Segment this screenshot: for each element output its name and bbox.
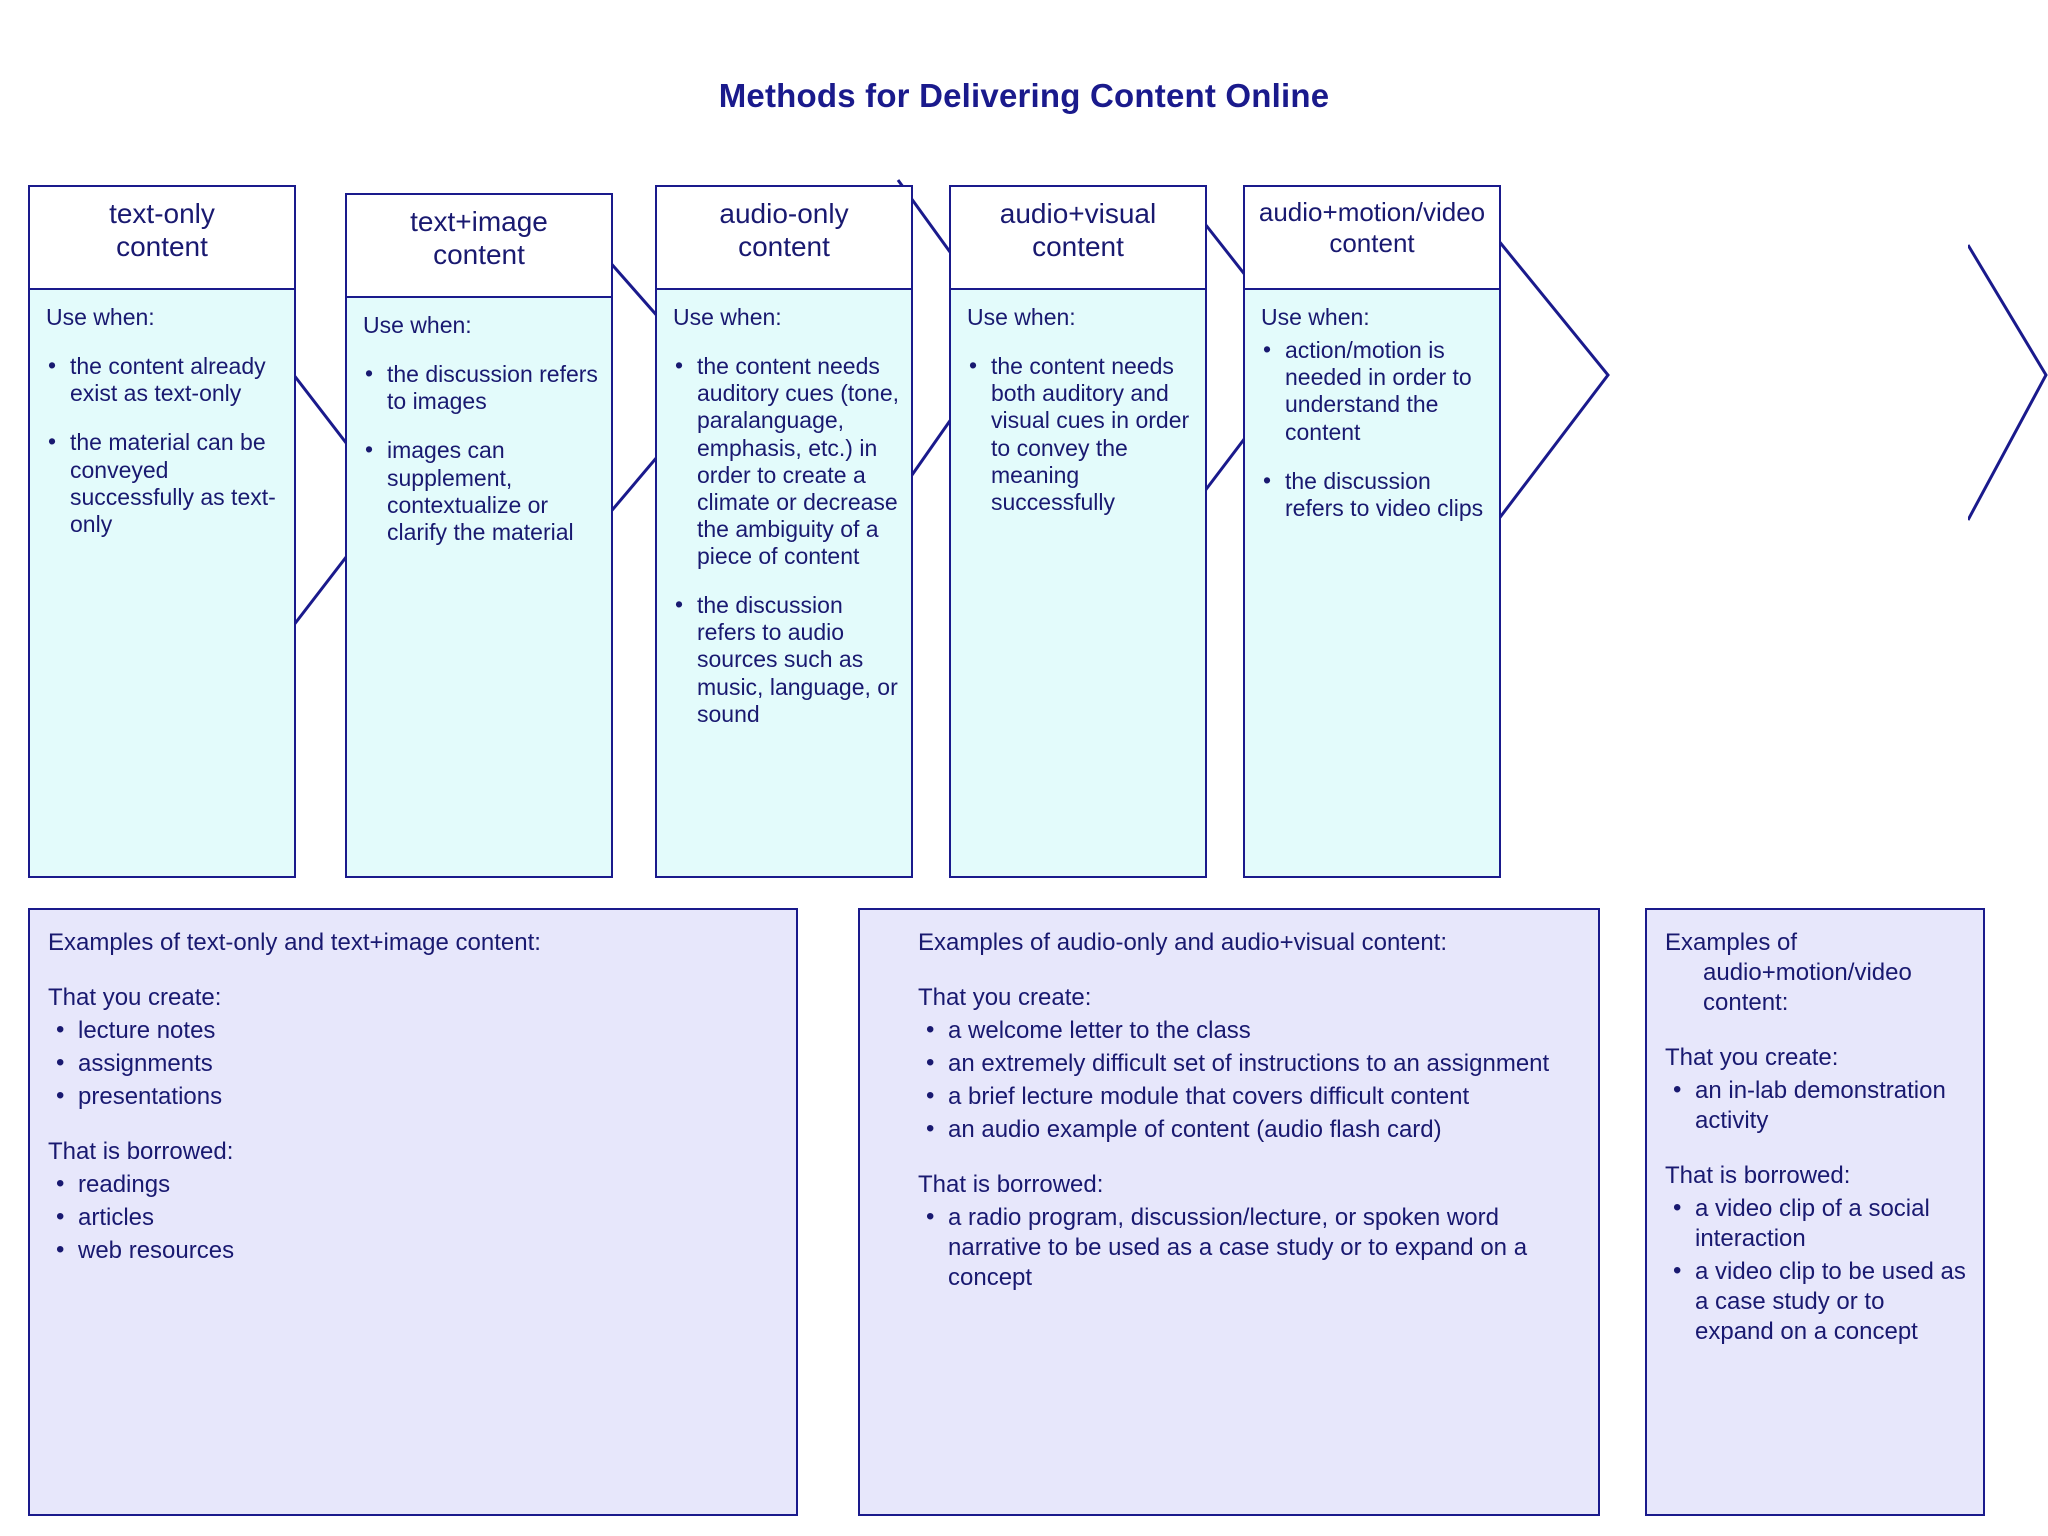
column-heading-line1: audio-only	[719, 198, 849, 229]
list-item: web resources	[48, 1235, 782, 1266]
list-item: a video clip of a social interaction	[1665, 1193, 1969, 1254]
borrowed-list: a video clip of a social interaction a v…	[1665, 1193, 1969, 1347]
column-heading: text-only content	[28, 185, 296, 290]
use-when-list: the content already exist as text-only t…	[44, 352, 282, 538]
borrowed-list: readings articles web resources	[48, 1169, 782, 1266]
use-when-label: Use when:	[1261, 304, 1370, 330]
column-body: Use when: the discussion refers to image…	[345, 298, 613, 878]
column-heading-line1: text-only	[109, 198, 215, 229]
column-body: Use when: the content needs both auditor…	[949, 290, 1207, 878]
that-you-create-label: That you create:	[918, 984, 1092, 1011]
examples-heading: Examples of text-only and text+image con…	[48, 929, 541, 956]
list-item: the content already exist as text-only	[44, 352, 282, 407]
chevron-connector-5	[1496, 239, 1610, 521]
use-when-list: the content needs both auditory and visu…	[965, 352, 1193, 516]
that-you-create-label: That you create:	[1665, 1044, 1839, 1071]
that-is-borrowed-label: That is borrowed:	[48, 1137, 234, 1165]
list-item: an audio example of content (audio flash…	[918, 1114, 1584, 1145]
use-when-list: the discussion refers to images images c…	[361, 360, 599, 546]
column-heading-line1: text+image	[410, 206, 548, 237]
list-item: the discussion refers to audio sources s…	[671, 591, 899, 728]
list-item: a welcome letter to the class	[918, 1015, 1584, 1046]
create-list: a welcome letter to the class an extreme…	[918, 1015, 1584, 1145]
use-when-label: Use when:	[967, 304, 1076, 330]
list-item: an in-lab demonstration activity	[1665, 1075, 1969, 1136]
list-item: the discussion refers to video clips	[1259, 467, 1487, 522]
examples-box-video: Examples of audio+motion/video content: …	[1645, 908, 1985, 1516]
examples-box-audio: Examples of audio-only and audio+visual …	[858, 908, 1600, 1516]
list-item: the material can be conveyed successfull…	[44, 428, 282, 538]
list-item: articles	[48, 1202, 782, 1233]
list-item: an extremely difficult set of instructio…	[918, 1048, 1584, 1079]
list-item: action/motion is needed in order to unde…	[1259, 336, 1487, 446]
list-item: a brief lecture module that covers diffi…	[918, 1081, 1584, 1112]
column-body: Use when: the content already exist as t…	[28, 290, 296, 878]
column-audio-only: audio-only content Use when: the content…	[655, 185, 913, 878]
borrowed-list: a radio program, discussion/lecture, or …	[918, 1202, 1584, 1293]
page-title: Methods for Delivering Content Online	[718, 77, 1330, 114]
that-you-create-label: That you create:	[48, 984, 222, 1011]
list-item: a radio program, discussion/lecture, or …	[918, 1202, 1584, 1293]
create-list: lecture notes assignments presentations	[48, 1015, 782, 1112]
create-list: an in-lab demonstration activity	[1665, 1075, 1969, 1136]
column-heading-line2: content	[1032, 231, 1124, 263]
column-body: Use when: action/motion is needed in ord…	[1243, 290, 1501, 878]
use-when-list: action/motion is needed in order to unde…	[1259, 336, 1487, 522]
list-item: a video clip to be used as a case study …	[1665, 1256, 1969, 1347]
column-audio-visual: audio+visual content Use when: the conte…	[949, 185, 1207, 878]
column-heading-line1: audio+visual	[999, 198, 1157, 229]
column-heading-line2: content	[116, 231, 208, 263]
list-item: the content needs both auditory and visu…	[965, 352, 1193, 516]
use-when-label: Use when:	[673, 304, 782, 330]
list-item: images can supplement, contextualize or …	[361, 436, 599, 546]
column-audio-motion-video: audio+motion/video content Use when: act…	[1243, 185, 1501, 878]
column-heading-line2: content	[433, 239, 525, 271]
column-heading-line2: content	[1329, 227, 1415, 258]
use-when-label: Use when:	[46, 304, 155, 330]
column-body: Use when: the content needs auditory cue…	[655, 290, 913, 878]
examples-box-text: Examples of text-only and text+image con…	[28, 908, 798, 1516]
column-text-image: text+image content Use when: the discuss…	[345, 193, 613, 878]
list-item: presentations	[48, 1081, 782, 1112]
use-when-list: the content needs auditory cues (tone, p…	[671, 352, 899, 728]
column-heading: audio+visual content	[949, 185, 1207, 290]
use-when-label: Use when:	[363, 312, 472, 338]
examples-heading: Examples of audio-only and audio+visual …	[918, 929, 1448, 956]
chevron-connector-6	[1968, 244, 2048, 521]
list-item: the content needs auditory cues (tone, p…	[671, 352, 899, 570]
list-item: lecture notes	[48, 1015, 782, 1046]
column-heading-line2: content	[738, 231, 830, 263]
that-is-borrowed-label: That is borrowed:	[918, 1170, 1104, 1198]
column-heading: text+image content	[345, 193, 613, 298]
list-item: readings	[48, 1169, 782, 1200]
column-heading-line1: audio+motion/video	[1258, 197, 1486, 227]
list-item: assignments	[48, 1048, 782, 1079]
list-item: the discussion refers to images	[361, 360, 599, 415]
that-is-borrowed-label: That is borrowed:	[1665, 1161, 1851, 1189]
column-text-only: text-only content Use when: the content …	[28, 185, 296, 878]
column-heading: audio-only content	[655, 185, 913, 290]
examples-heading: Examples of audio+motion/video content:	[1665, 929, 1912, 1016]
column-heading: audio+motion/video content	[1243, 185, 1501, 290]
